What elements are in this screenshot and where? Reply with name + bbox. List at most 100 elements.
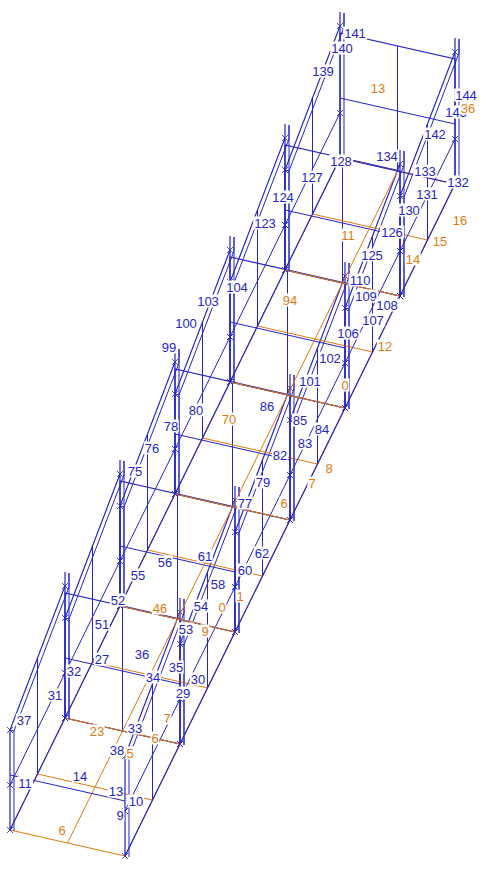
element-number: 75 — [127, 465, 143, 478]
slab-number: 6 — [57, 824, 66, 837]
node-mark — [117, 471, 123, 477]
element-number: 55 — [130, 569, 146, 582]
wall-thickness-line — [175, 237, 234, 395]
element-number: 29 — [175, 687, 191, 700]
node-mark — [397, 248, 403, 254]
wall-thickness-line — [230, 125, 289, 283]
wall-mesh-line — [92, 546, 93, 662]
node-mark — [232, 629, 238, 635]
wall-mesh-line — [65, 658, 180, 684]
element-number: 124 — [271, 191, 295, 204]
element-number: 82 — [272, 449, 288, 462]
element-number: 79 — [255, 476, 271, 489]
slab-number: 15 — [432, 235, 448, 248]
element-number: 128 — [329, 155, 353, 168]
node-mark — [172, 391, 178, 397]
node-mark — [282, 167, 288, 173]
node-mark — [342, 405, 348, 411]
slab-number: 14 — [405, 253, 421, 266]
element-number: 103 — [196, 295, 220, 308]
element-number: 32 — [66, 665, 82, 678]
node-mark — [337, 23, 343, 29]
slab-number: 6 — [279, 497, 288, 510]
wall-thickness-line — [234, 283, 235, 383]
element-number: 108 — [375, 299, 399, 312]
wall-mesh-line — [202, 322, 203, 438]
slab-number: 0 — [340, 379, 349, 392]
side-wall-panel — [65, 460, 120, 718]
side-wall-panel — [230, 124, 285, 382]
element-number: 110 — [349, 274, 372, 287]
slab-number: 13 — [370, 82, 386, 95]
element-number: 134 — [375, 150, 399, 163]
node-mark — [282, 222, 288, 228]
element-number: 61 — [197, 550, 213, 563]
node-mark — [342, 360, 348, 366]
node-mark — [287, 517, 293, 523]
element-number: 54 — [193, 600, 209, 613]
wall-thickness-line — [120, 349, 179, 507]
side-wall-panel — [175, 236, 230, 494]
floor-slab — [10, 718, 180, 856]
slab-number: 46 — [152, 602, 168, 615]
element-number: 9 — [115, 809, 124, 822]
floor-slab — [230, 270, 400, 408]
element-number: 53 — [178, 623, 194, 636]
element-number: 85 — [292, 414, 308, 427]
element-number: 11 — [17, 777, 33, 790]
wall-mesh-line — [317, 348, 318, 464]
element-number: 99 — [161, 341, 177, 354]
node-mark — [7, 782, 13, 788]
wall-thickness-line — [179, 395, 180, 495]
wall-thickness-line — [349, 309, 350, 409]
floor-mesh-line — [313, 214, 428, 240]
wall-mesh-line — [230, 322, 345, 348]
node-mark — [282, 267, 288, 273]
node-mark — [227, 379, 233, 385]
element-number: 60 — [237, 564, 253, 577]
element-number: 127 — [300, 171, 324, 184]
element-number: 104 — [225, 281, 249, 294]
node-mark — [7, 727, 13, 733]
slab-number: 36 — [460, 102, 476, 115]
element-number: 133 — [413, 165, 437, 178]
element-number: 144 — [454, 89, 478, 102]
slab-number: 94 — [282, 294, 298, 307]
side-wall-panel — [10, 572, 65, 830]
slab-number: 16 — [452, 214, 468, 227]
floor-slab — [65, 606, 235, 744]
element-number: 38 — [109, 744, 125, 757]
node-mark — [62, 715, 68, 721]
node-mark — [342, 305, 348, 311]
element-number: 10 — [128, 795, 144, 808]
element-number: 132 — [446, 176, 470, 189]
element-number: 142 — [423, 128, 447, 141]
side-wall-panel — [345, 150, 400, 408]
element-number: 102 — [318, 352, 342, 365]
element-number: 13 — [108, 785, 124, 798]
node-mark — [452, 49, 458, 55]
element-number: 30 — [190, 673, 206, 686]
node-mark — [177, 741, 183, 747]
slab-number: 11 — [340, 229, 356, 242]
side-wall-panel — [400, 38, 455, 296]
floor-mesh-line — [123, 619, 178, 731]
floor-mesh-line — [148, 550, 263, 576]
element-number: 106 — [336, 327, 360, 340]
element-number: 14 — [72, 770, 88, 783]
slab-number: 1 — [235, 590, 244, 603]
floor-mesh-line — [93, 662, 208, 688]
node-mark — [227, 334, 233, 340]
slab-number: 7 — [307, 477, 316, 490]
slab-number: 0 — [217, 601, 226, 614]
element-number: 86 — [259, 400, 275, 413]
node-mark — [7, 827, 13, 833]
node-mark — [172, 446, 178, 452]
slab-number: 5 — [125, 747, 134, 760]
wall-thickness-line — [10, 573, 69, 731]
element-number: 141 — [343, 27, 367, 40]
element-number: 140 — [330, 42, 354, 55]
element-number: 37 — [16, 714, 32, 727]
node-mark — [172, 491, 178, 497]
node-mark — [287, 472, 293, 478]
